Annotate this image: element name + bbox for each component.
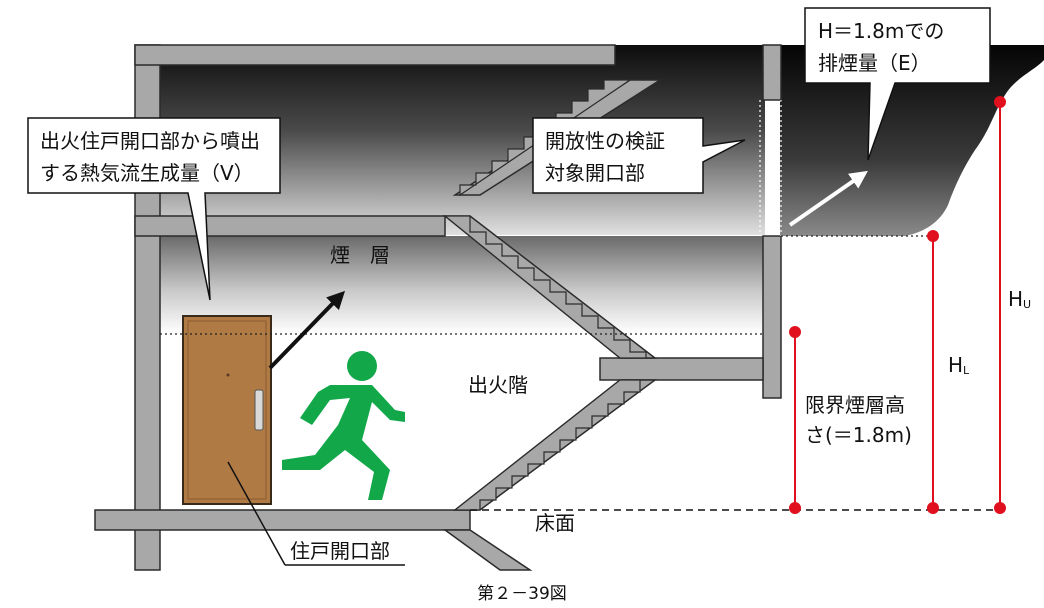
height-markers [789,96,1006,514]
callout-verify-opening-line2: 対象開口部 [545,161,645,185]
callout-exhaust-line2: 排煙量（E） [818,51,931,75]
smoke-layer-label: 煙 層 [330,243,390,267]
emergency-exit-running-person-icon [282,351,405,500]
figure-caption: 第２－39図 [477,584,567,604]
floor-surface-label: 床面 [535,511,575,535]
exhaust-arrow [788,170,868,227]
hl-label: HL [948,353,970,377]
heat-flow-arrow [268,290,346,370]
callout-unit-opening: 住戸開口部 [227,461,405,566]
callout-heat-flow: 出火住戸開口部から噴出 する熱気流生成量（V） [27,117,281,301]
limit-height-label-line2: さ(＝1.8m) [805,423,912,447]
apartment-door-icon [182,315,272,505]
limit-height-label-line1: 限界煙層高 [805,393,905,417]
unit-opening-label: 住戸開口部 [290,539,390,563]
hu-label: HU [1008,287,1031,311]
callout-exhaust: H＝1.8mでの 排煙量（E） [804,7,991,161]
callout-heat-flow-line2: する熱気流生成量（V） [40,161,254,185]
callout-exhaust-line1: H＝1.8mでの [818,19,944,43]
fire-floor-label: 出火階 [468,373,528,397]
callout-verify-opening-line1: 開放性の検証 [545,129,665,153]
callout-verify-opening: 開放性の検証 対象開口部 [532,117,746,194]
callout-heat-flow-line1: 出火住戸開口部から噴出 [40,129,260,153]
